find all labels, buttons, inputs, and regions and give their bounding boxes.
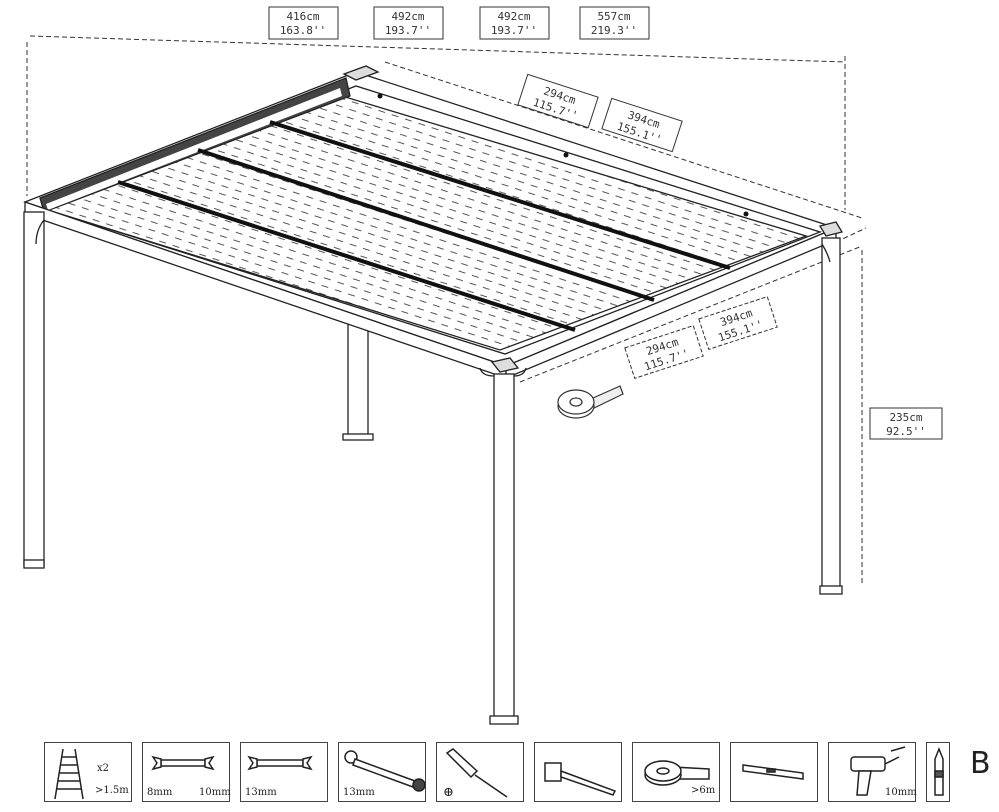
wrench-size-13mm: 13mm [245,787,277,798]
ratchet-size-13mm: 13mm [343,787,375,798]
top-dimension-box-1: 416cm 163.8'' [268,6,339,40]
back-depth-box-394: 394cm 155.1'' [601,97,683,153]
tool-card-screwdriver: ⊕ [436,742,524,802]
wrench-size-8mm: 8mm [147,787,173,798]
svg-text:492cm: 492cm [497,10,530,23]
tool-card-ladder: x2 >1.5m [44,742,132,802]
back-depth-box-294: 294cm 115.7'' [517,73,599,129]
wrench-size-10mm: 10mm [199,787,231,798]
svg-text:92.5'': 92.5'' [886,425,926,438]
svg-text:193.7'': 193.7'' [491,24,537,37]
height-dimension-box: 235cm 92.5'' [869,407,943,440]
svg-text:492cm: 492cm [391,10,424,23]
rubber-mallet-icon [544,762,617,796]
roof-bolt-markers [377,93,749,217]
svg-text:193.7'': 193.7'' [385,24,431,37]
ladder-height: >1.5m [95,785,129,796]
double-open-wrench-icon [151,755,215,771]
spirit-level-icon [742,764,804,780]
ladder-quantity: x2 [97,763,110,774]
svg-text:235cm: 235cm [889,411,922,424]
svg-text:557cm: 557cm [597,10,630,23]
tool-card-tape-measure: >6m [632,742,720,802]
front-depth-box-294: 294cm 115.7'' [624,325,704,379]
phillips-symbol: ⊕ [443,785,454,800]
svg-text:219.3'': 219.3'' [591,24,637,37]
drill-bit-size: 10mm [885,787,917,798]
back-depth-dimension-line [384,61,863,219]
top-dimension-box-2: 492cm 193.7'' [373,6,444,40]
top-dimension-box-4: 557cm 219.3'' [579,6,650,40]
ladder-icon [54,748,84,800]
pergola-frame [23,65,844,725]
roof-divider-bars [117,120,731,332]
tool-card-level [730,742,818,802]
tool-card-pencil [926,742,950,802]
front-depth-box-394: 394cm 155.1'' [698,296,778,350]
tool-card-open-wrench-8-10: 8mm 10mm [142,742,231,802]
tape-length: >6m [691,785,716,796]
measuring-tape-illustration [557,385,624,419]
power-drill-icon [850,746,906,796]
open-wrench-icon [247,755,313,771]
tape-measure-icon [644,760,710,786]
pencil-icon [934,746,944,796]
overall-width-dimension-line [26,35,846,210]
ratchet-wrench-icon [344,750,426,792]
svg-text:416cm: 416cm [286,10,319,23]
top-dimension-box-3: 492cm 193.7'' [479,6,550,40]
section-letter: B [970,746,991,781]
tool-card-ratchet: 13mm [338,742,426,802]
phillips-screwdriver-icon [445,748,508,798]
tool-card-mallet [534,742,622,802]
tool-card-drill: 10mm [828,742,917,802]
front-depth-dimension-line [519,227,867,383]
svg-text:163.8'': 163.8'' [280,24,326,37]
tool-card-open-wrench-13: 13mm [240,742,328,802]
